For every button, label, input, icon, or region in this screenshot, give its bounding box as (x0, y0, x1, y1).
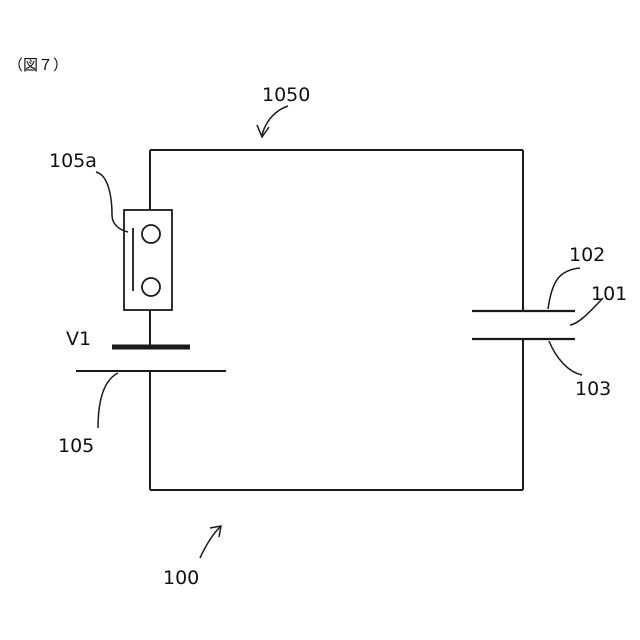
label-1050: 1050 (262, 84, 310, 106)
leader-100 (200, 527, 220, 558)
label-105: 105 (58, 435, 94, 457)
switch (124, 210, 172, 310)
reference-labels: 1050 105a V1 105 102 101 103 100 (49, 84, 627, 589)
figure-caption: （図７） (8, 56, 68, 74)
label-105a: 105a (49, 150, 97, 172)
battery (76, 347, 226, 371)
leader-103 (549, 341, 582, 375)
circuit-wiring (150, 150, 523, 490)
capacitor (472, 311, 575, 339)
label-103: 103 (575, 378, 611, 400)
label-v1: V1 (66, 328, 91, 350)
leader-102 (548, 268, 580, 309)
label-100: 100 (163, 567, 199, 589)
label-101: 101 (591, 283, 627, 305)
label-102: 102 (569, 244, 605, 266)
switch-terminal-top (142, 225, 160, 243)
switch-terminal-bottom (142, 278, 160, 296)
leader-105 (98, 373, 118, 428)
